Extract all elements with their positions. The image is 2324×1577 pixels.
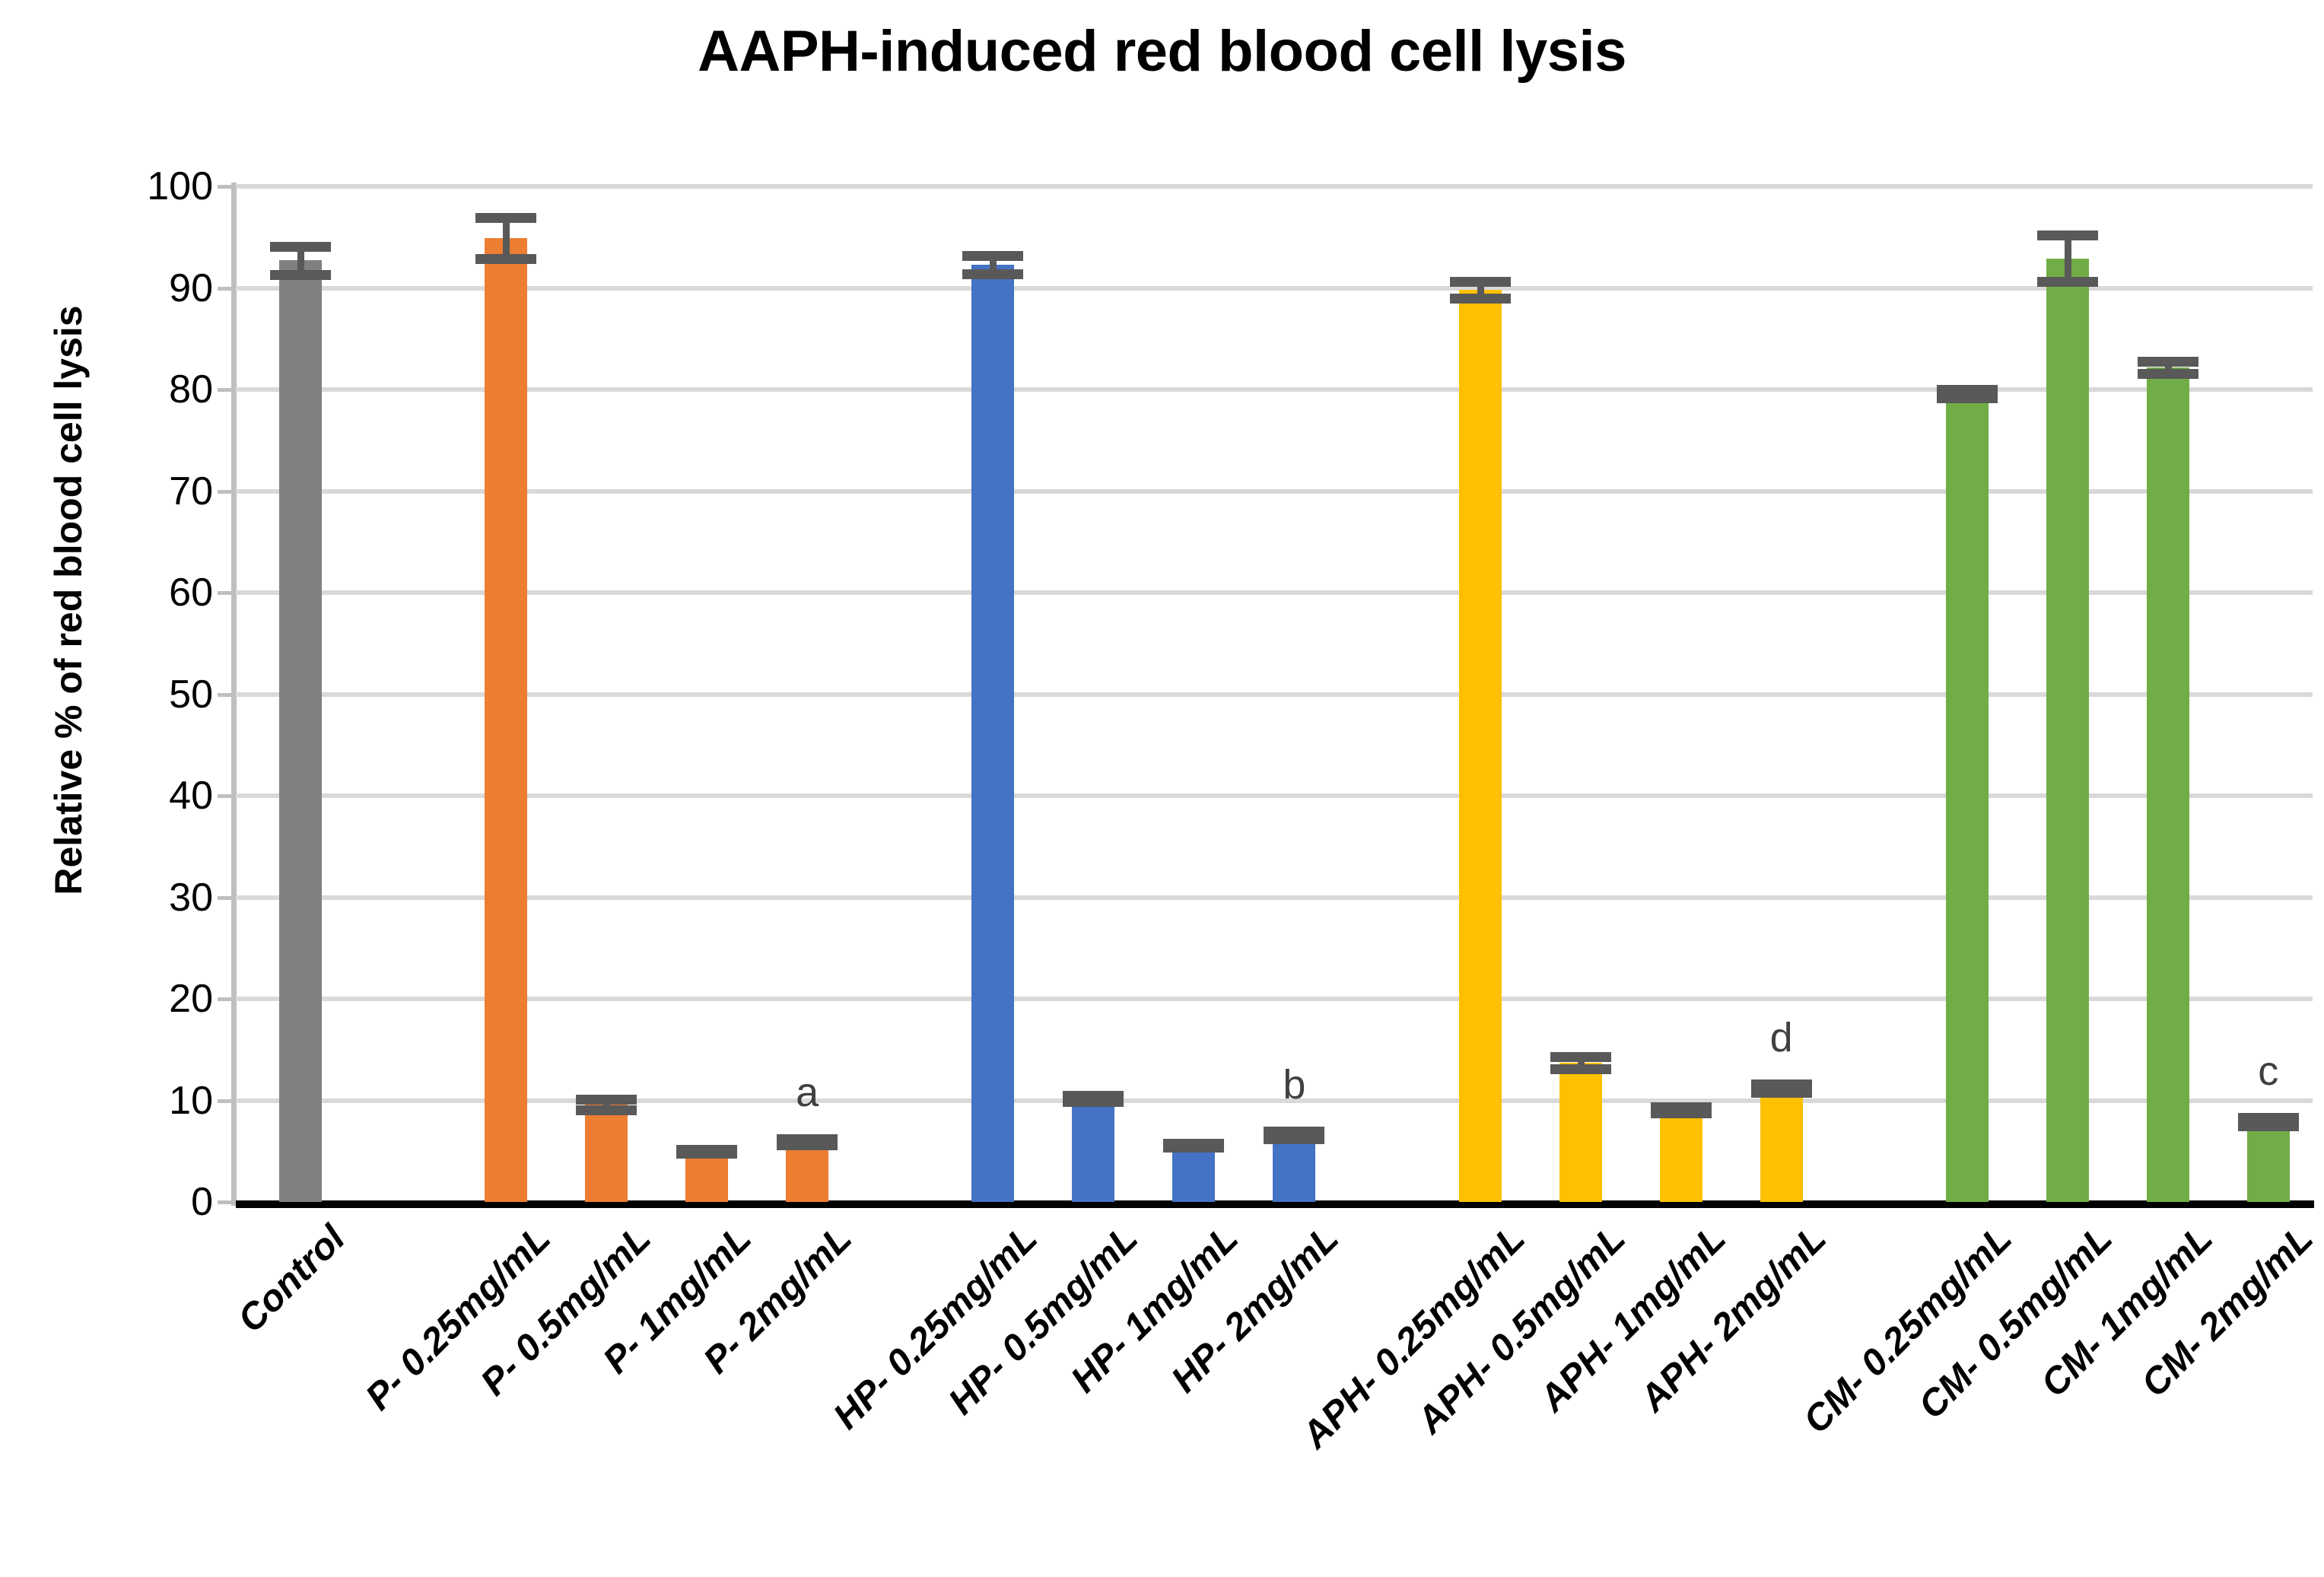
y-tick-mark: [218, 895, 231, 900]
y-axis-title: Relative % of red blood cell lysis: [47, 305, 90, 895]
y-tick-mark: [218, 1098, 231, 1103]
error-bar-cap-top: [2036, 231, 2098, 241]
plot-area: a b d c: [236, 184, 2313, 1202]
y-tick-label: 0: [191, 1180, 213, 1224]
bar[interactable]: [585, 1104, 628, 1202]
y-tick-mark: [218, 489, 231, 494]
bar[interactable]: [485, 238, 528, 1202]
y-tick-mark: [218, 286, 231, 291]
gridline: [236, 590, 2313, 595]
error-bar-cap-bottom: [1264, 1134, 1325, 1145]
chart-title: AAPH-induced red blood cell lysis: [698, 19, 1626, 84]
bar[interactable]: [1659, 1109, 1702, 1202]
gridline: [236, 184, 2313, 189]
y-tick-mark: [218, 185, 231, 189]
y-tick-mark: [218, 997, 231, 1001]
error-bar-cap-top: [269, 241, 331, 252]
y-tick-label: 50: [169, 672, 213, 717]
bar[interactable]: [1172, 1145, 1216, 1202]
y-tick-label: 90: [169, 265, 213, 310]
bar[interactable]: [786, 1142, 829, 1202]
error-bar-cap-top: [2137, 356, 2198, 367]
significance-label: d: [1769, 1015, 1793, 1061]
error-bar-cap-top: [1264, 1126, 1325, 1137]
error-bar-cap-bottom: [2237, 1121, 2299, 1131]
bar[interactable]: [1945, 393, 1989, 1202]
bar[interactable]: [1760, 1088, 1803, 1202]
y-tick-mark: [218, 692, 231, 697]
gridline: [236, 285, 2313, 291]
gridline: [236, 692, 2313, 697]
error-bar-cap-bottom: [1750, 1087, 1812, 1098]
gridline: [236, 1098, 2313, 1103]
error-bar-line: [2164, 361, 2172, 374]
significance-label: a: [796, 1070, 819, 1116]
error-bar-cap-top: [1936, 385, 1998, 395]
gridline: [236, 793, 2313, 798]
error-bar-cap-bottom: [2036, 277, 2098, 288]
error-bar-line: [1477, 281, 1484, 298]
gridline: [236, 895, 2313, 900]
error-bar-cap-bottom: [1063, 1096, 1124, 1107]
gridline: [236, 387, 2313, 392]
error-bar-cap-top: [1750, 1079, 1812, 1090]
bar[interactable]: [971, 264, 1015, 1202]
bar[interactable]: [1273, 1134, 1316, 1202]
bar[interactable]: [278, 260, 322, 1202]
y-tick-mark: [218, 591, 231, 595]
y-tick-label: 100: [147, 164, 213, 208]
error-bar-cap-bottom: [962, 269, 1024, 279]
y-tick-label: 70: [169, 469, 213, 513]
gridline: [236, 997, 2313, 1001]
error-bar-line: [503, 218, 510, 259]
error-bar-cap-bottom: [1163, 1142, 1225, 1153]
error-bar-cap-bottom: [676, 1148, 738, 1159]
y-tick-label: 20: [169, 977, 213, 1021]
error-bar-cap-bottom: [2137, 368, 2198, 379]
bar[interactable]: [2146, 367, 2189, 1202]
error-bar-cap-bottom: [777, 1140, 838, 1151]
gridline: [236, 488, 2313, 494]
error-bar-cap-bottom: [269, 270, 331, 281]
error-bar-cap-bottom: [1550, 1064, 1611, 1075]
x-axis-line: [236, 1200, 2314, 1208]
error-bar-cap-top: [1449, 277, 1511, 288]
error-bar-line: [990, 255, 997, 274]
error-bar-cap-bottom: [1449, 293, 1511, 304]
y-tick-mark: [218, 794, 231, 798]
x-tick-label-text: Control: [230, 1217, 353, 1341]
error-bar-line: [2064, 235, 2071, 282]
error-bar-line: [297, 246, 304, 275]
error-bar-cap-top: [962, 250, 1024, 261]
y-tick-label: 80: [169, 367, 213, 412]
error-bar-cap-bottom: [1936, 393, 1998, 403]
error-bar-cap-top: [576, 1095, 637, 1105]
error-bar-cap-bottom: [475, 253, 537, 264]
error-bar-cap-top: [2237, 1113, 2299, 1124]
y-tick-mark: [218, 388, 231, 392]
y-tick-label: 10: [169, 1078, 213, 1123]
error-bar-line: [1577, 1057, 1585, 1070]
y-tick-mark: [218, 1200, 231, 1204]
error-bar-cap-top: [475, 213, 537, 224]
error-bar-cap-bottom: [576, 1105, 637, 1115]
y-axis-line: [231, 183, 237, 1206]
y-tick-label: 40: [169, 774, 213, 818]
y-tick-label: 60: [169, 571, 213, 615]
significance-label: b: [1283, 1061, 1306, 1108]
bar[interactable]: [1458, 290, 1502, 1202]
error-bar-cap-top: [1550, 1052, 1611, 1063]
bar[interactable]: [1559, 1063, 1602, 1202]
bar[interactable]: [685, 1151, 729, 1202]
y-tick-label: 30: [169, 875, 213, 920]
bar[interactable]: [2246, 1121, 2290, 1202]
bar[interactable]: [2046, 258, 2089, 1202]
significance-label: c: [2258, 1048, 2279, 1095]
error-bar-cap-bottom: [1650, 1108, 1712, 1118]
bar[interactable]: [1072, 1098, 1115, 1202]
